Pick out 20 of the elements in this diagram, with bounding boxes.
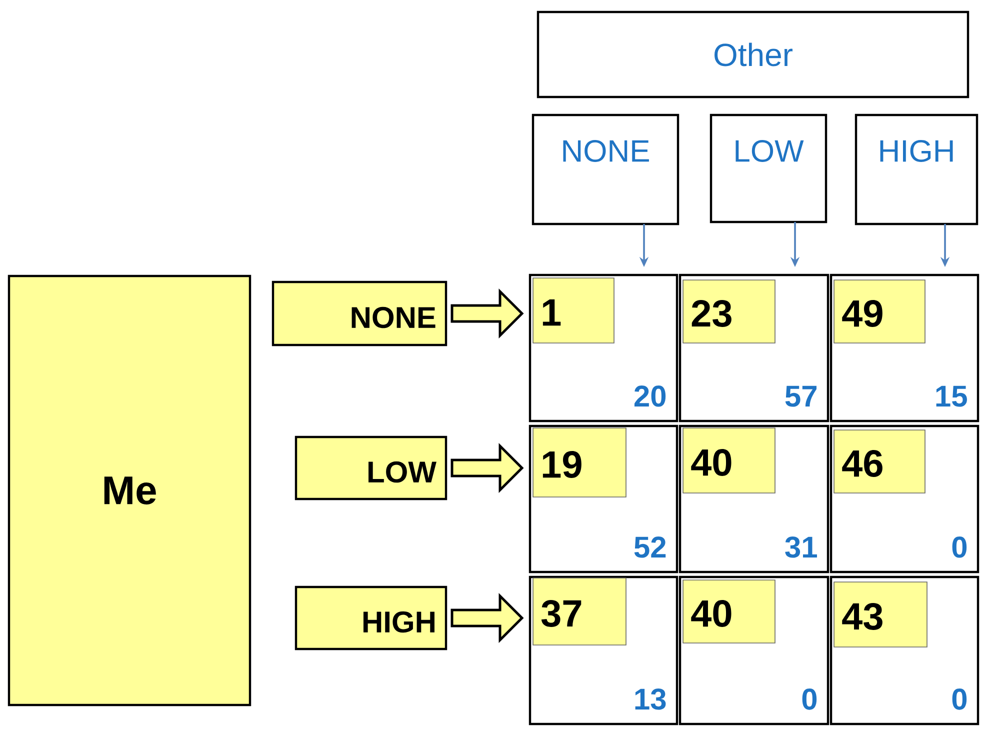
column-header-box: LOW <box>710 114 828 224</box>
column-header-box: NONE <box>532 114 680 226</box>
payoff-box: 1 <box>532 278 614 344</box>
player-box: Me <box>8 274 252 706</box>
header-box: Other <box>536 10 970 98</box>
payoff-box: 43 <box>834 582 928 648</box>
row-header-box: LOW <box>294 436 448 500</box>
column-header-box: HIGH <box>854 114 978 226</box>
row-header-box: NONE <box>272 280 448 346</box>
payoff-box: 46 <box>834 430 926 494</box>
payoff-box: 40 <box>682 580 776 644</box>
payoff-box: 23 <box>682 280 776 344</box>
payoff-box: 49 <box>834 280 926 344</box>
block-arrow <box>450 442 524 494</box>
block-arrow <box>450 592 524 644</box>
block-arrow <box>450 288 524 339</box>
payoff-box: 40 <box>682 428 776 494</box>
payoff-box: 19 <box>532 428 626 498</box>
row-header-box: HIGH <box>294 586 448 650</box>
payoff-box: 37 <box>532 578 626 646</box>
